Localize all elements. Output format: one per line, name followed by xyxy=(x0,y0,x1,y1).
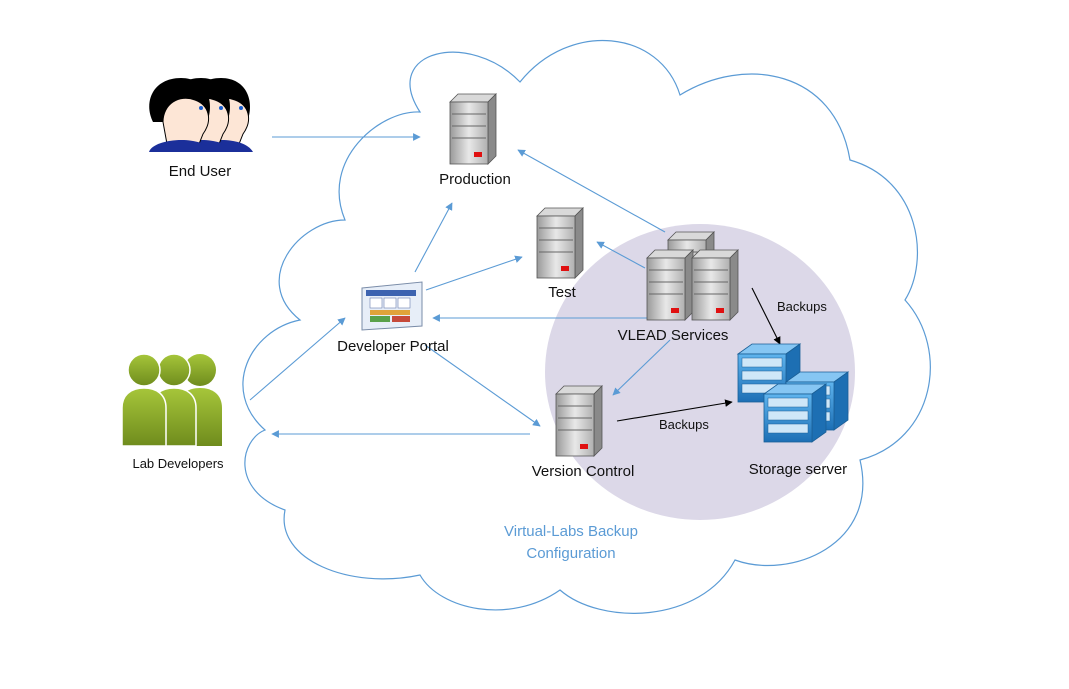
arrow-vlead-to-production xyxy=(517,149,666,233)
lab-developers-icon xyxy=(121,353,222,447)
end-user-icon xyxy=(149,78,253,152)
version-control-server-icon xyxy=(555,385,603,457)
developer-portal-icon xyxy=(361,281,423,331)
backups-label-version-control: Backups xyxy=(659,417,709,432)
arrow-vlead-backup xyxy=(751,287,781,345)
vlead-services-label: VLEAD Services xyxy=(618,327,729,344)
lab-developers-label: Lab Developers xyxy=(132,456,224,471)
arrow-labdev-to-portal xyxy=(249,317,346,401)
arrow-versioncontrol-backup xyxy=(616,399,733,422)
backups-label-vlead: Backups xyxy=(777,299,827,314)
test-server-icon xyxy=(536,207,584,279)
storage-server-label: Storage server xyxy=(749,461,847,478)
cloud-caption-line2: Configuration xyxy=(526,545,615,562)
developer-portal-label: Developer Portal xyxy=(337,338,449,355)
version-control-label: Version Control xyxy=(532,463,635,480)
backup-arrows xyxy=(616,287,781,422)
arrow-portal-to-versioncontrol xyxy=(424,344,541,427)
test-label: Test xyxy=(548,284,576,301)
arrow-portal-to-test xyxy=(425,255,523,291)
end-user-label: End User xyxy=(169,163,232,180)
production-label: Production xyxy=(439,171,511,188)
production-server-icon xyxy=(449,93,497,165)
cloud-caption-line1: Virtual-Labs Backup xyxy=(504,523,638,540)
arrow-vlead-to-test xyxy=(596,241,646,269)
arrow-vlead-to-versioncontrol xyxy=(612,339,671,396)
connection-arrows xyxy=(249,133,671,438)
arrow-portal-to-production xyxy=(414,202,453,273)
vlead-region-ellipse xyxy=(545,224,855,520)
